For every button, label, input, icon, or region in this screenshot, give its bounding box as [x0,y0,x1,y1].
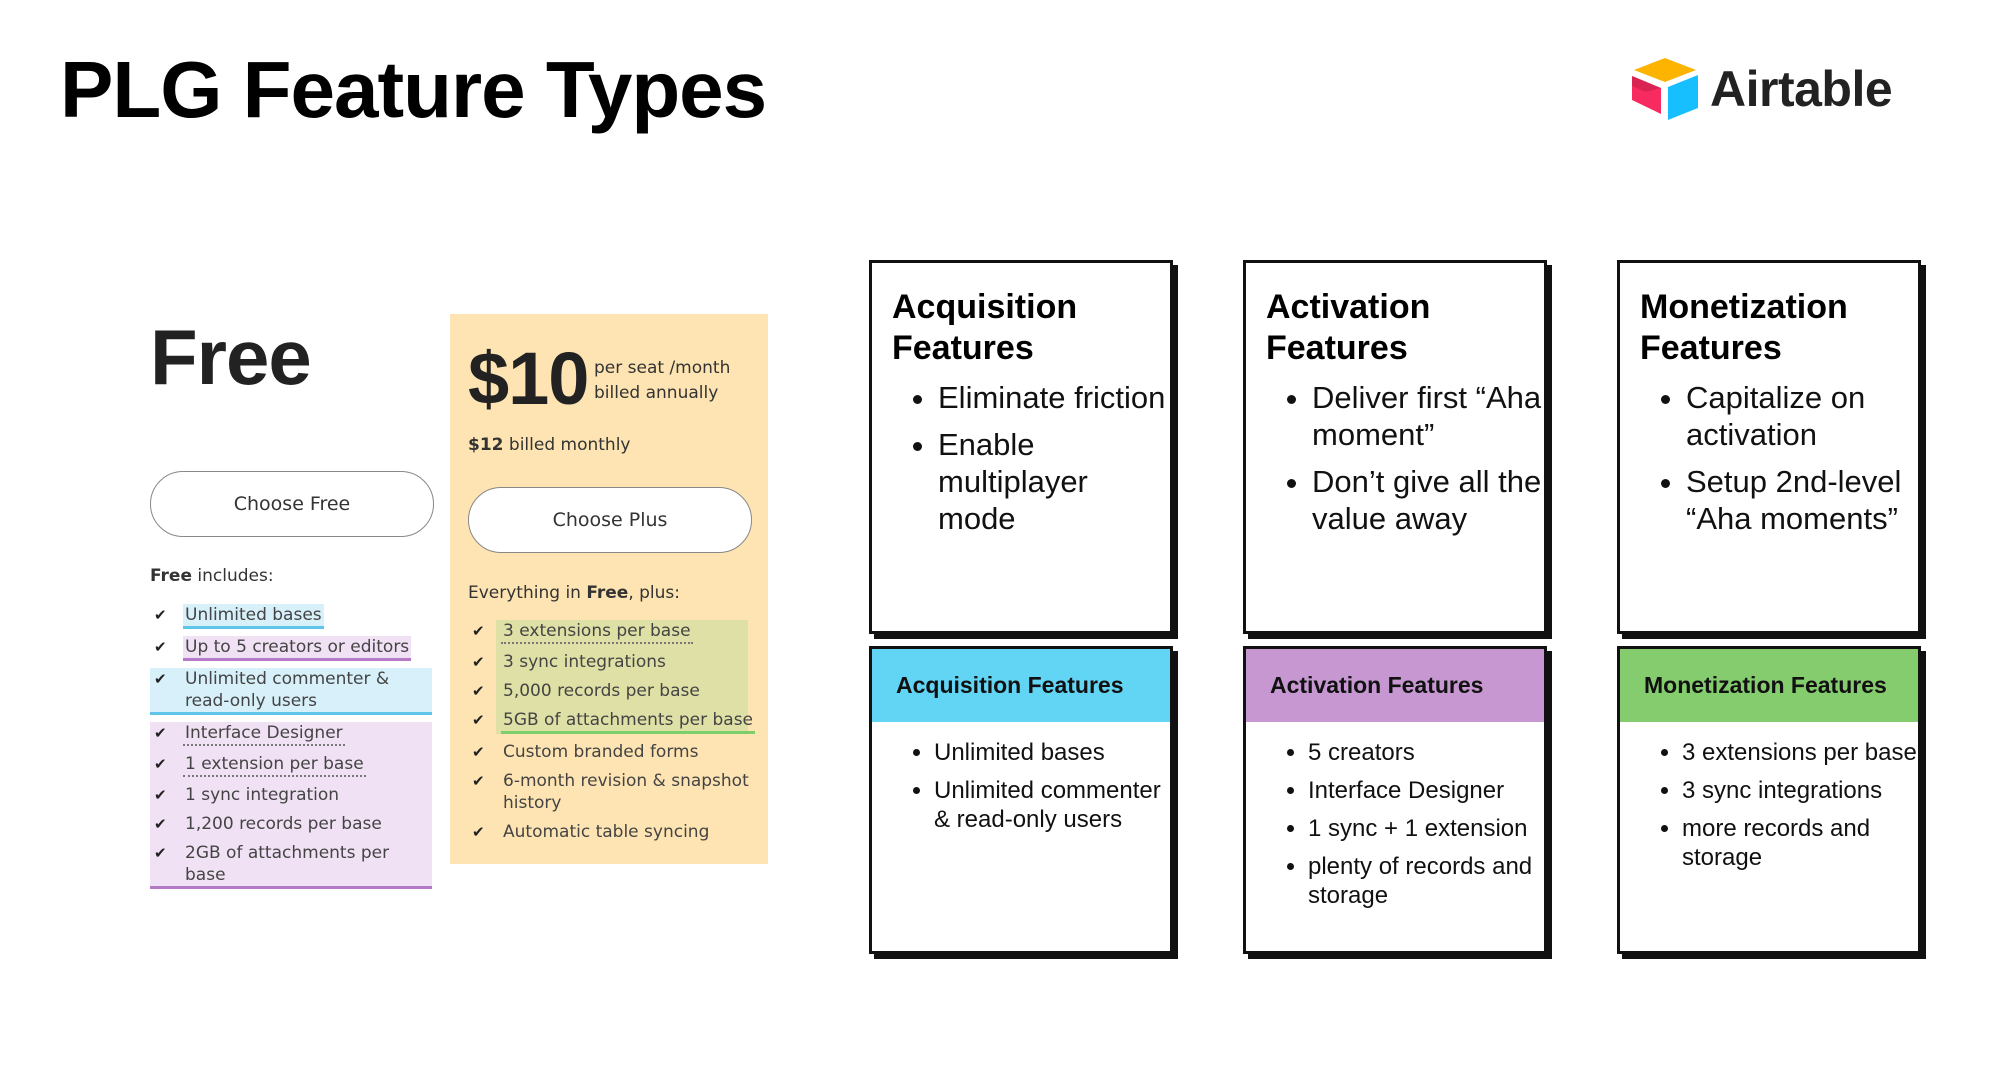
list-item: 3 sync integrations [1682,776,1918,805]
checkmark-icon: ✔ [472,823,485,841]
checkmark-icon: ✔ [472,622,485,640]
plus-highlight-block [496,620,748,734]
list-item: 1 sync + 1 extension [1308,814,1544,843]
checkmark-icon: ✔ [472,711,485,729]
activation-examples-card: Activation Features 5 creators Interface… [1243,646,1547,954]
card-bullets: Eliminate friction Enable multiplayer mo… [872,379,1170,537]
checkmark-icon: ✔ [154,844,167,862]
list-item: Unlimited commenter & read-only users [934,776,1170,834]
activation-card: Activation Features Deliver first “Aha m… [1243,260,1547,634]
checkmark-icon: ✔ [154,606,167,624]
list-item: ✔5,000 records per base [472,681,700,701]
checkmark-icon: ✔ [154,786,167,804]
list-item: ✔3 sync integrations [472,652,666,672]
choose-plus-button[interactable]: Choose Plus [468,487,752,553]
list-item: Setup 2nd-level “Aha moments” [1686,463,1918,537]
list-item: ✔Up to 5 creators or editors [150,636,432,661]
free-includes-heading: Free includes: [150,566,274,586]
list-item: ✔Unlimited bases [150,604,432,629]
list-item: plenty of records and storage [1308,852,1544,910]
acquisition-card: Acquisition Features Eliminate friction … [869,260,1173,634]
card-title: Acquisition Features [892,288,1078,367]
list-item: ✔Custom branded forms [472,742,699,762]
plus-price-period: per seat /month billed annually [594,358,731,403]
example-list: 5 creators Interface Designer 1 sync + 1… [1246,738,1544,910]
checkmark-icon: ✔ [154,815,167,833]
monetization-band: Monetization Features [1620,649,1918,722]
monetization-examples-card: Monetization Features 3 extensions per b… [1617,646,1921,954]
card-title: Activation Features [1266,288,1431,367]
acquisition-band: Acquisition Features [872,649,1170,722]
example-list: 3 extensions per base 3 sync integration… [1620,738,1918,872]
checkmark-icon: ✔ [154,670,167,688]
plus-monthly-price: $12 billed monthly [468,435,631,455]
list-item: 5 creators [1308,738,1544,767]
free-features-list: ✔Unlimited bases ✔Up to 5 creators or ed… [150,604,432,896]
list-item: ✔Unlimited commenter & read-only users [150,668,432,715]
list-item: Interface Designer [1308,776,1544,805]
checkmark-icon: ✔ [154,724,167,742]
card-title: Monetization Features [1640,288,1848,367]
plus-plan-price: $10 [468,337,589,420]
logo-wordmark: Airtable [1710,61,1893,117]
slide-title: PLG Feature Types [60,45,767,134]
list-item: more records and storage [1682,814,1918,872]
list-item: Enable multiplayer mode [938,426,1170,537]
checkmark-icon: ✔ [472,772,485,790]
acquisition-examples-card: Acquisition Features Unlimited bases Unl… [869,646,1173,954]
list-item: ✔5GB of attachments per base [468,709,758,734]
list-item: Eliminate friction [938,379,1170,416]
list-item: ✔Interface Designer [150,722,432,753]
airtable-logo-icon [1632,58,1698,120]
list-item: 3 extensions per base [1682,738,1918,767]
activation-band: Activation Features [1246,649,1544,722]
list-item: ✔1 sync integration [150,784,432,813]
list-item: Unlimited bases [934,738,1170,767]
list-item: Don’t give all the value away [1312,463,1544,537]
checkmark-icon: ✔ [472,743,485,761]
airtable-logo: Airtable [1628,56,1893,122]
list-item: ✔1 extension per base [150,753,432,784]
list-item: ✔Automatic table syncing [472,822,710,842]
plus-features-list: ✔3 extensions per base ✔3 sync integrati… [468,620,758,850]
example-list: Unlimited bases Unlimited commenter & re… [872,738,1170,834]
list-item: ✔3 extensions per base [468,620,758,644]
checkmark-icon: ✔ [154,638,167,656]
card-bullets: Deliver first “Aha moment” Don’t give al… [1246,379,1544,537]
choose-free-button[interactable]: Choose Free [150,471,434,537]
list-item: ✔6-month revision & snapshot history [472,771,749,813]
free-plan-price: Free [150,313,312,401]
list-item: ✔2GB of attachments per base [150,842,432,889]
plus-includes-heading: Everything in Free, plus: [468,583,681,603]
list-item: ✔1,200 records per base [150,813,432,842]
plus-plan-panel [450,314,768,864]
list-item: Deliver first “Aha moment” [1312,379,1544,453]
card-bullets: Capitalize on activation Setup 2nd-level… [1620,379,1918,537]
checkmark-icon: ✔ [472,682,485,700]
checkmark-icon: ✔ [154,755,167,773]
list-item: Capitalize on activation [1686,379,1918,453]
monetization-card: Monetization Features Capitalize on acti… [1617,260,1921,634]
checkmark-icon: ✔ [472,653,485,671]
